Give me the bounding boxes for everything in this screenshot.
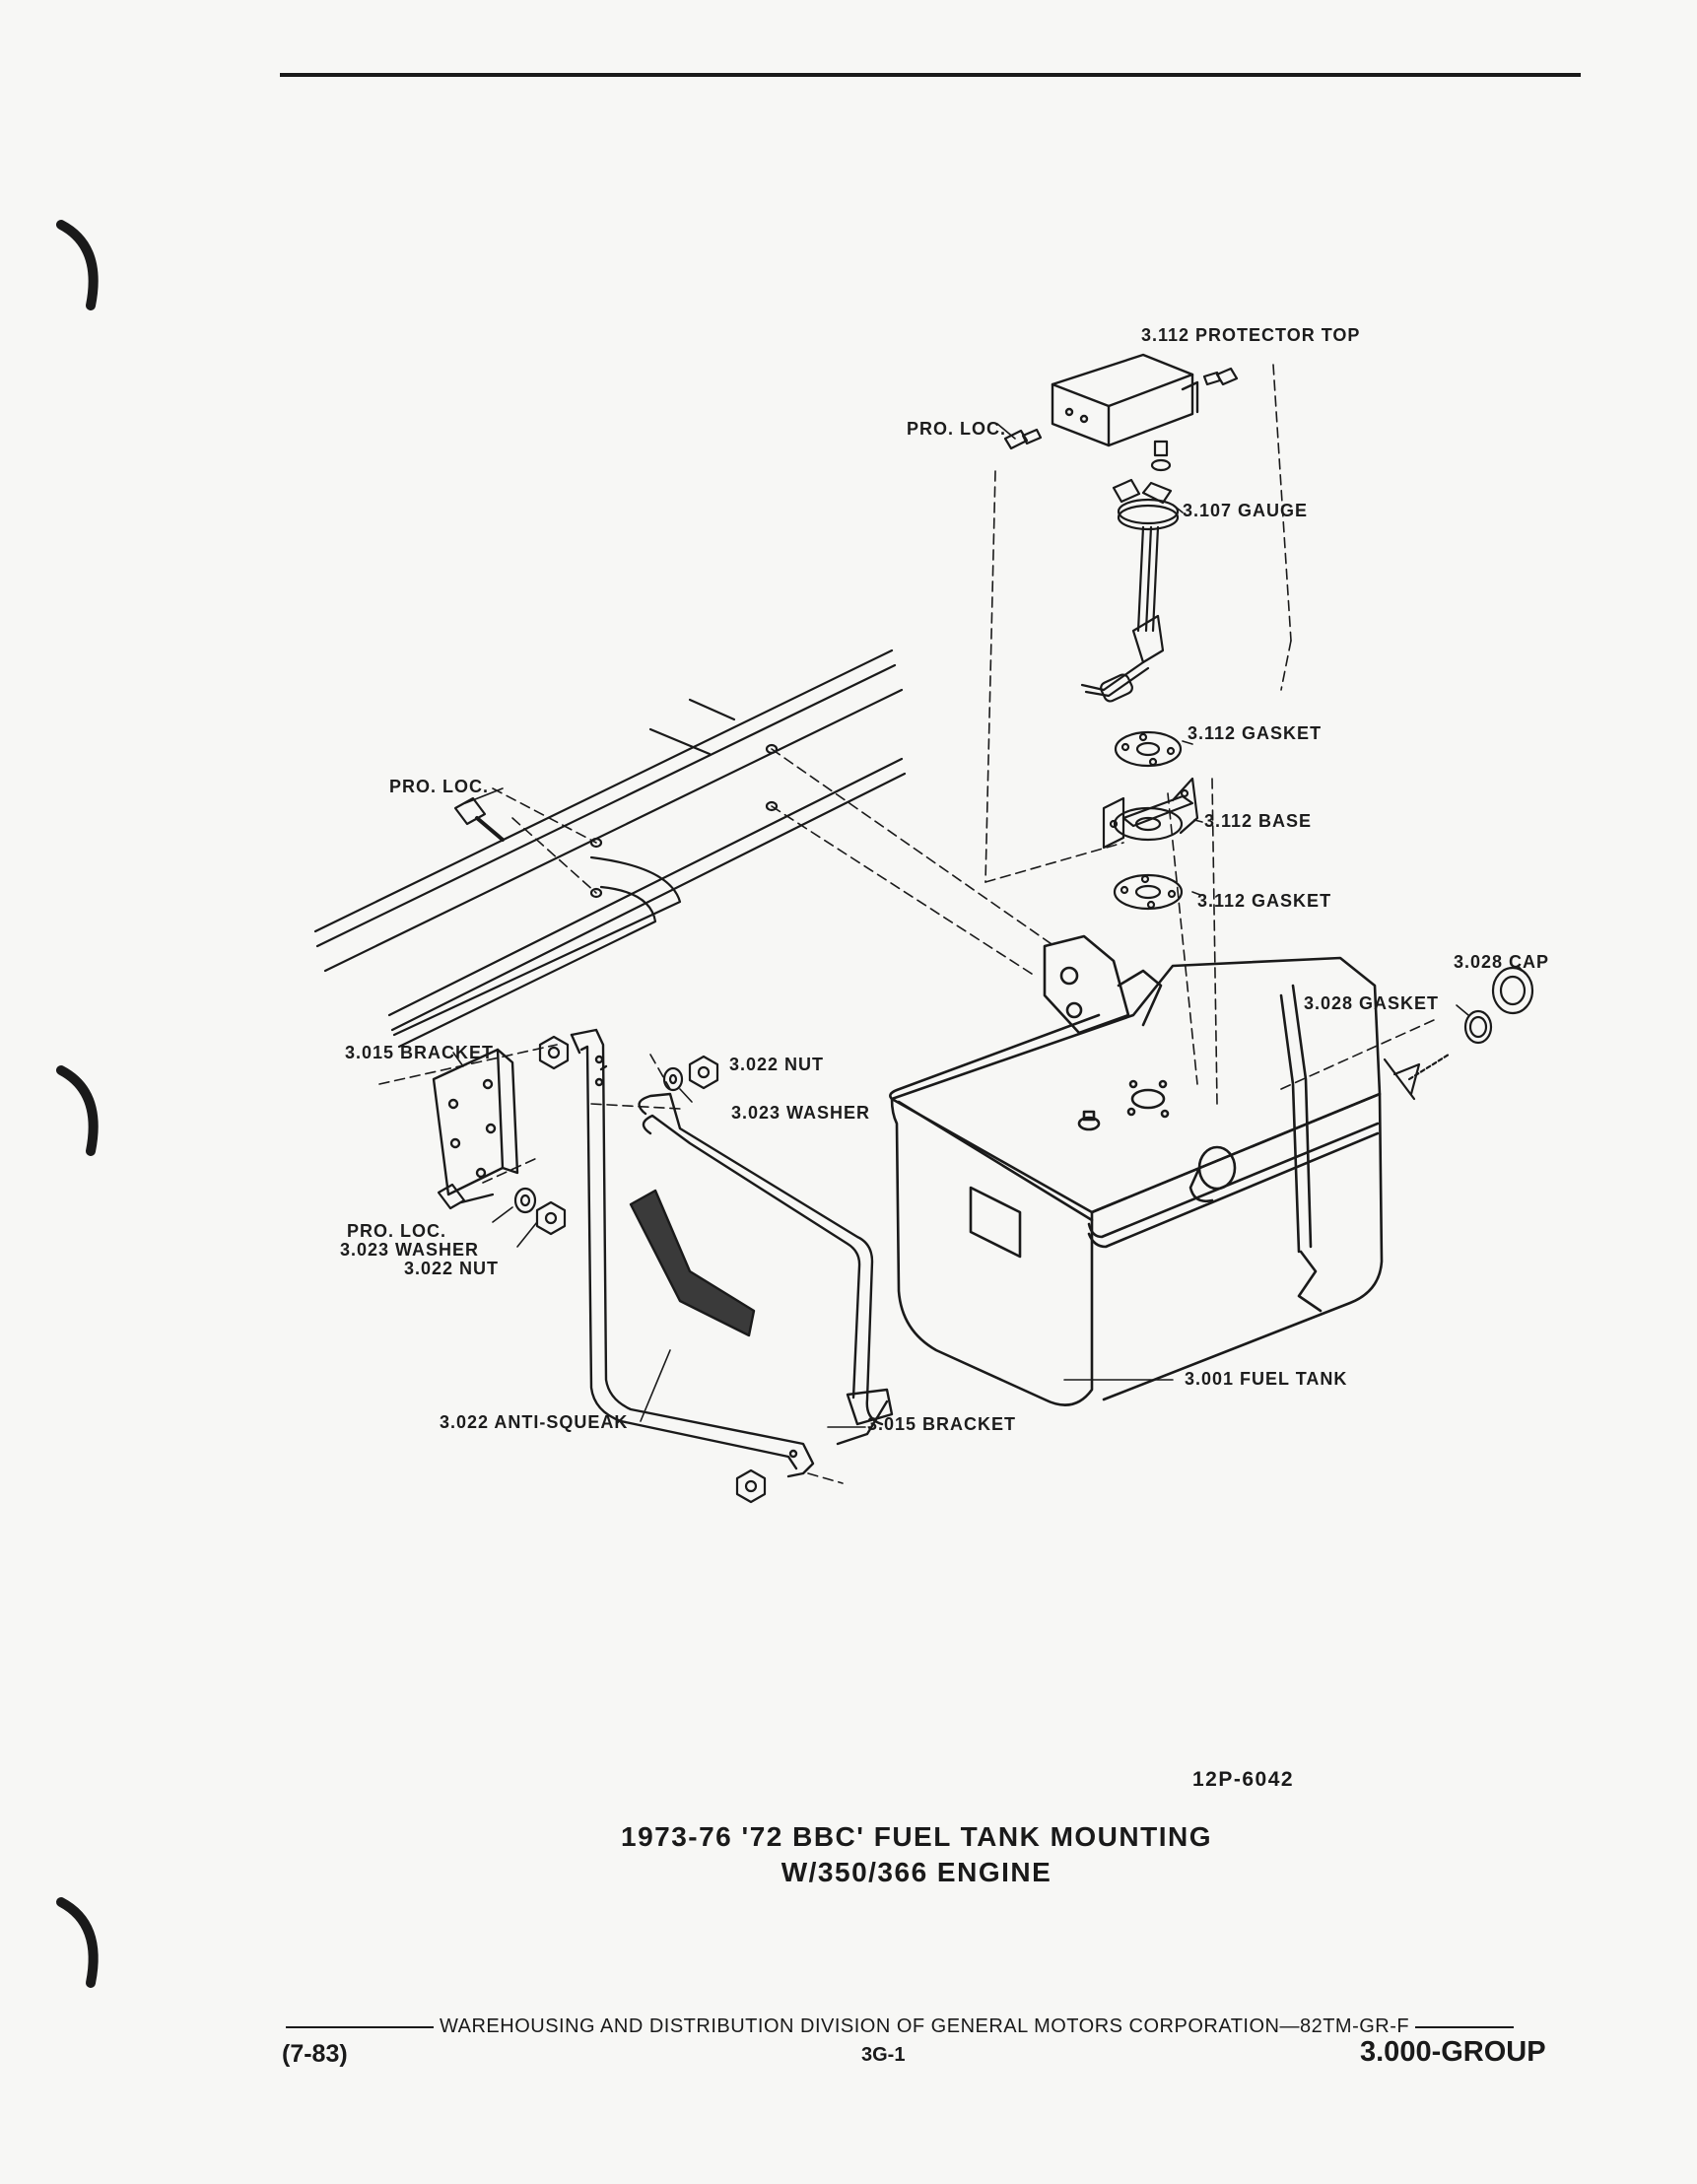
protector-bolts xyxy=(1003,367,1239,472)
label-bracket-left: 3.015 BRACKET xyxy=(345,1043,495,1062)
label-washer-lower: 3.023 WASHER xyxy=(340,1240,480,1260)
fuel-tank-shape xyxy=(889,934,1384,1406)
label-gasket-lower: 3.112 GASKET xyxy=(1197,891,1332,911)
caption-line-2: W/350/366 ENGINE xyxy=(781,1857,1052,1887)
figure-id: 12P-6042 xyxy=(1192,1768,1295,1791)
footer-rule-right xyxy=(1415,2025,1515,2028)
footer-rule-left xyxy=(286,2025,434,2028)
caption-line-1: 1973-76 '72 BBC' FUEL TANK MOUNTING xyxy=(621,1821,1212,1852)
leader-lines xyxy=(452,423,1524,1428)
label-washer-upper: 3.023 WASHER xyxy=(731,1103,871,1123)
figure-caption: 1973-76 '72 BBC' FUEL TANK MOUNTING W/35… xyxy=(552,1819,1281,1890)
footer-revision: (7-83) xyxy=(282,2040,348,2068)
label-fuel-tank: 3.001 FUEL TANK xyxy=(1185,1369,1348,1389)
gasket-lower-shape xyxy=(1113,873,1184,911)
label-pro-loc-left: PRO. LOC. xyxy=(389,777,490,796)
strap-bracket-shape xyxy=(570,1028,894,1478)
base-shape xyxy=(1102,777,1199,850)
footer-division-line: WAREHOUSING AND DISTRIBUTION DIVISION OF… xyxy=(286,2015,1553,2038)
label-pro-loc-bottom: PRO. LOC. xyxy=(347,1221,447,1241)
label-base: 3.112 BASE xyxy=(1204,811,1313,831)
binder-hole-bottom xyxy=(51,1894,110,1993)
gauge-assembly xyxy=(1080,478,1180,703)
label-nut-upper: 3.022 NUT xyxy=(729,1055,825,1074)
protector-top xyxy=(1051,353,1199,447)
label-nut-lower: 3.022 NUT xyxy=(404,1259,500,1278)
gasket-upper-shape xyxy=(1114,730,1183,768)
left-bracket-shape xyxy=(432,1048,519,1196)
label-pro-loc-top: PRO. LOC. xyxy=(907,419,1007,439)
label-cap-gasket: 3.028 GASKET xyxy=(1304,993,1440,1013)
footer-group: 3.000-GROUP xyxy=(1360,2036,1546,2068)
cap-shape xyxy=(1383,966,1534,1101)
binder-hole-middle xyxy=(51,1062,110,1161)
label-gauge: 3.107 GAUGE xyxy=(1183,501,1309,520)
footer-division-text: WAREHOUSING AND DISTRIBUTION DIVISION OF… xyxy=(440,2015,1410,2037)
label-anti-squeak: 3.022 ANTI-SQUEAK xyxy=(440,1412,629,1432)
label-protector-top: 3.112 PROTECTOR TOP xyxy=(1141,325,1361,345)
footer-page-number: 3G-1 xyxy=(861,2044,906,2066)
frame-rails xyxy=(313,648,907,1049)
label-cap: 3.028 CAP xyxy=(1454,952,1550,972)
binder-hole-top xyxy=(51,217,110,315)
hardware-shapes xyxy=(437,796,767,1504)
top-rule xyxy=(280,73,1581,77)
label-gasket-upper: 3.112 GASKET xyxy=(1188,723,1323,743)
label-bracket-bottom: 3.015 BRACKET xyxy=(867,1414,1017,1434)
